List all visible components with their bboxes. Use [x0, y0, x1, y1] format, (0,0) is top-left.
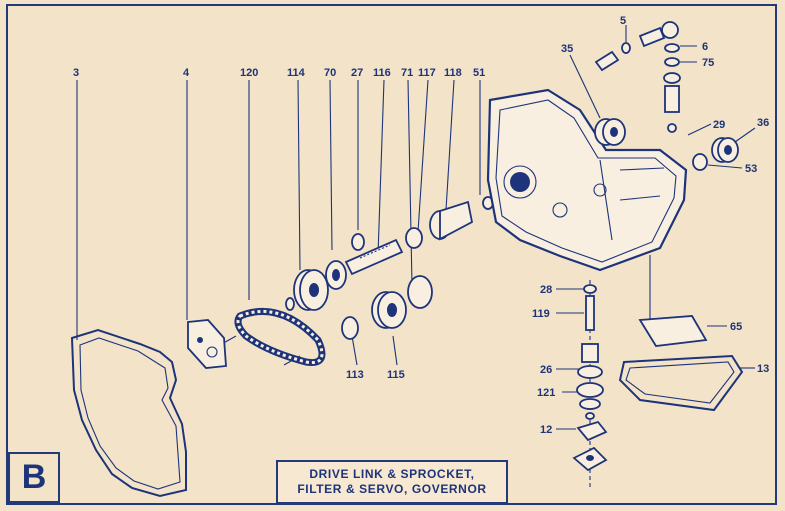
bushing-35	[594, 118, 626, 146]
label-36: 36	[757, 117, 769, 129]
label-117: 117	[418, 67, 436, 79]
label-114: 114	[287, 67, 306, 79]
label-28: 28	[540, 284, 552, 296]
label-65: 65	[730, 321, 742, 333]
label-113: 113	[346, 369, 364, 381]
diagram-caption: DRIVE LINK & SPROCKET, FILTER & SERVO, G…	[276, 460, 508, 504]
caption-line-2: FILTER & SERVO, GOVERNOR	[297, 482, 487, 496]
label-27: 27	[351, 67, 363, 79]
label-53: 53	[745, 163, 757, 175]
diagram-frame	[6, 4, 777, 505]
case-cover-gasket	[70, 328, 187, 498]
label-12: 12	[540, 424, 552, 436]
label-5: 5	[620, 15, 626, 27]
oil-filter	[638, 315, 708, 347]
label-4: 4	[183, 67, 190, 79]
washer-53	[692, 153, 708, 171]
label-6: 6	[702, 41, 708, 53]
speedo-gear-parts	[594, 21, 681, 133]
label-29: 29	[713, 119, 725, 131]
pan-gasket	[618, 354, 744, 412]
label-70: 70	[324, 67, 336, 79]
bushing-36	[711, 137, 739, 163]
leader-lines	[76, 25, 756, 490]
label-71: 71	[401, 67, 413, 79]
input-shaft	[344, 238, 404, 276]
label-13: 13	[757, 363, 769, 375]
label-116: 116	[373, 67, 391, 79]
label-119: 119	[532, 308, 550, 320]
drive-chain	[234, 307, 326, 367]
label-118: 118	[444, 67, 462, 79]
section-letter-box: B	[8, 452, 60, 503]
label-121: 121	[537, 387, 555, 399]
thrust-washer-117	[405, 227, 423, 249]
label-75: 75	[702, 57, 714, 69]
label-115: 115	[387, 369, 405, 381]
sleeve-118	[429, 200, 474, 241]
label-51: 51	[473, 67, 485, 79]
washer-113	[341, 316, 359, 340]
caption-line-1: DRIVE LINK & SPROCKET,	[309, 467, 475, 481]
drive-sprocket	[293, 269, 329, 311]
washer-27	[351, 233, 365, 251]
part-labels: 3 4 120 114 70 27 116 71 117 118 51 35 5…	[73, 15, 769, 436]
cover-plate	[187, 319, 227, 369]
driven-sprocket	[371, 291, 407, 329]
bearing-70	[325, 260, 347, 290]
label-120: 120	[240, 67, 258, 79]
label-3: 3	[73, 67, 79, 79]
section-letter: B	[21, 458, 47, 496]
transmission-case	[486, 88, 688, 272]
servo-assembly	[572, 284, 608, 472]
label-26: 26	[540, 364, 552, 376]
bearing-71	[407, 275, 433, 309]
label-35: 35	[561, 43, 573, 55]
